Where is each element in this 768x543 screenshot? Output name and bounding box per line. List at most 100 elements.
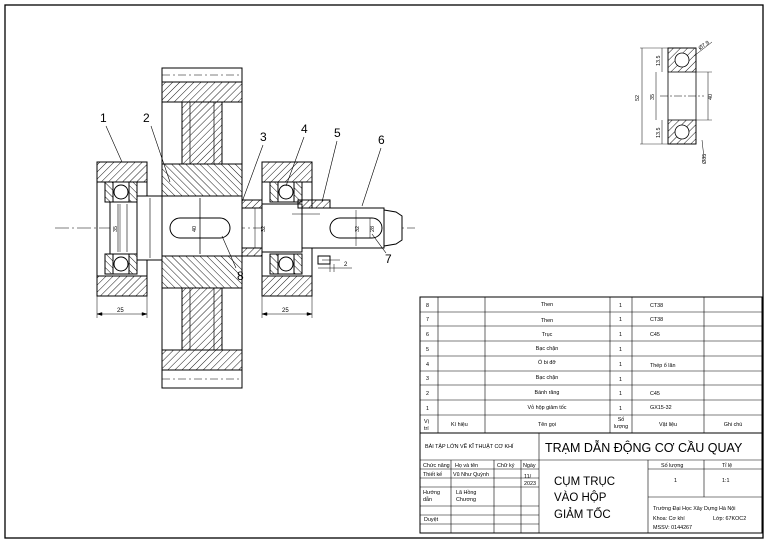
- design-date-2: 2023: [524, 481, 536, 487]
- project-title: TRẠM DẪN ĐỘNG CƠ CẦU QUAY: [545, 440, 743, 455]
- svg-text:5: 5: [426, 347, 429, 353]
- parts-row-2: 2 Bánh răng 1 C45: [426, 390, 660, 397]
- parts-row-4: 4 Ổ bi đỡ 1 Thép ổ lăn: [426, 359, 675, 369]
- drawing-border: [4, 4, 764, 539]
- parts-list-rows: 8 Then 1 CT38 7 Then 1 CT38 6 Trục 1 C45…: [424, 302, 742, 432]
- svg-text:4: 4: [426, 362, 429, 368]
- svg-text:Vỏ hộp giảm tốc: Vỏ hộp giảm tốc: [528, 404, 567, 411]
- svg-text:Then: Then: [541, 318, 553, 324]
- title-block-texts: BÀI TẬP LỚN VẼ KĨ THUẬT CƠ KHÍ TRẠM DẪN …: [423, 440, 746, 531]
- svg-text:Vật liệu: Vật liệu: [659, 422, 677, 428]
- svg-text:CT38: CT38: [650, 317, 663, 323]
- parts-row-8: 8 Then 1 CT38: [426, 302, 663, 309]
- svg-text:2: 2: [426, 391, 429, 397]
- course-title: BÀI TẬP LỚN VẼ KĨ THUẬT CƠ KHÍ: [425, 443, 514, 450]
- svg-text:7: 7: [426, 317, 429, 323]
- bearing-bore: 40: [708, 94, 714, 100]
- dim-d-sleeve: 32: [261, 226, 267, 232]
- role-guide-2: dẫn: [423, 496, 432, 503]
- callout-2: 2: [143, 111, 150, 125]
- parts-row-1: 1 Vỏ hộp giảm tốc 1 GX15-32: [426, 404, 672, 412]
- bearing-outer: Ø85: [702, 154, 708, 164]
- drawing-name-2: VÀO HỘP: [554, 491, 607, 504]
- callout-7: 7: [385, 252, 392, 266]
- svg-text:Bạc chặn: Bạc chặn: [536, 346, 558, 352]
- dim-right-bearing-width: 25: [282, 308, 289, 314]
- svg-text:C45: C45: [650, 391, 660, 397]
- guide-name-2: Chương: [456, 497, 476, 503]
- faculty: Khoa: Cơ khí: [653, 516, 685, 522]
- callout-6: 6: [378, 133, 385, 147]
- svg-text:1: 1: [619, 406, 622, 412]
- svg-text:Trục: Trục: [542, 332, 553, 338]
- col-date: Ngày: [523, 463, 536, 469]
- svg-text:Thép ổ lăn: Thép ổ lăn: [650, 362, 675, 369]
- svg-text:1: 1: [619, 362, 622, 368]
- drawing-name-1: CỤM TRỤC: [554, 476, 615, 488]
- parts-list-header: Vị trí Kí hiệu Tên gọi Số lượng Vật liệu…: [424, 417, 742, 432]
- designer-name: Vũ Như Quỳnh: [453, 472, 489, 478]
- svg-text:Tên gọi: Tên gọi: [538, 422, 556, 428]
- student-id: MSSV: 0144267: [653, 525, 692, 531]
- svg-text:trí: trí: [424, 426, 429, 432]
- svg-text:Ổ bi đỡ: Ổ bi đỡ: [538, 359, 556, 366]
- col-name: Họ và tên: [455, 463, 478, 469]
- svg-text:1: 1: [619, 391, 622, 397]
- role-designer: Thiết kế: [423, 472, 442, 478]
- callout-4: 4: [301, 122, 308, 136]
- role-guide-1: Hướng: [423, 490, 440, 496]
- bearing-inner-height: 35: [650, 94, 656, 100]
- class-name: Lớp: 67KOC2: [713, 516, 746, 522]
- callout-1: 1: [100, 111, 107, 125]
- dim-d-left: 35: [113, 226, 119, 232]
- parts-row-5: 5 Bạc chặn 1: [426, 346, 622, 353]
- svg-text:1: 1: [619, 317, 622, 323]
- bearing-ring-top: 13.5: [656, 56, 662, 67]
- svg-text:3: 3: [426, 376, 429, 382]
- col-sign: Chữ ký: [497, 463, 515, 469]
- parts-row-6: 6 Trục 1 C45: [426, 332, 660, 338]
- diameter-dimensions: [119, 198, 371, 254]
- svg-text:Bánh răng: Bánh răng: [535, 390, 560, 396]
- bearing-ball-dia: Ø7.9: [698, 40, 711, 52]
- svg-text:Vị: Vị: [424, 419, 429, 425]
- svg-text:lượng: lượng: [614, 424, 628, 430]
- svg-text:1: 1: [619, 347, 622, 353]
- shaft-assembly: [55, 67, 415, 389]
- svg-text:Then: Then: [541, 302, 553, 308]
- svg-text:1: 1: [619, 377, 622, 383]
- parts-list-grid: [419, 296, 763, 434]
- length-dimensions: [96, 213, 352, 318]
- dim-d-right: 32: [355, 226, 361, 232]
- guide-name-1: Lã Hồng: [456, 490, 476, 496]
- callout-5: 5: [334, 126, 341, 140]
- svg-text:6: 6: [426, 332, 429, 338]
- svg-text:CT38: CT38: [650, 303, 663, 309]
- svg-text:Số: Số: [618, 417, 625, 423]
- bearing-overall-height: 52: [635, 95, 641, 101]
- drawing-name-3: GIẢM TỐC: [554, 507, 611, 521]
- callout-8: 8: [237, 269, 244, 283]
- dim-shoulder-gap: 2: [344, 262, 348, 268]
- qty-label: Số lượng: [661, 463, 683, 469]
- svg-text:1: 1: [619, 303, 622, 309]
- dim-d-end: 28: [370, 226, 376, 232]
- bearing-ring-bottom: 13.5: [656, 128, 662, 139]
- callout-3: 3: [260, 130, 267, 144]
- callout-leaders: [105, 125, 387, 269]
- title-block-grid: [419, 432, 763, 534]
- design-date-1: 11/: [524, 474, 532, 480]
- dim-left-bearing-width: 25: [117, 308, 124, 314]
- role-approve: Duyệt: [424, 517, 439, 523]
- svg-text:C45: C45: [650, 332, 660, 338]
- scale-value: 1:1: [722, 478, 730, 484]
- scale-label: Tỉ lệ: [722, 462, 732, 469]
- col-role: Chức năng: [423, 463, 450, 469]
- dim-d-gear: 40: [192, 226, 198, 232]
- svg-text:Kí hiệu: Kí hiệu: [451, 422, 468, 428]
- svg-text:1: 1: [426, 406, 429, 412]
- qty-value: 1: [674, 478, 677, 484]
- svg-text:Bạc chặn: Bạc chặn: [536, 375, 558, 381]
- svg-text:GX15-32: GX15-32: [650, 405, 672, 411]
